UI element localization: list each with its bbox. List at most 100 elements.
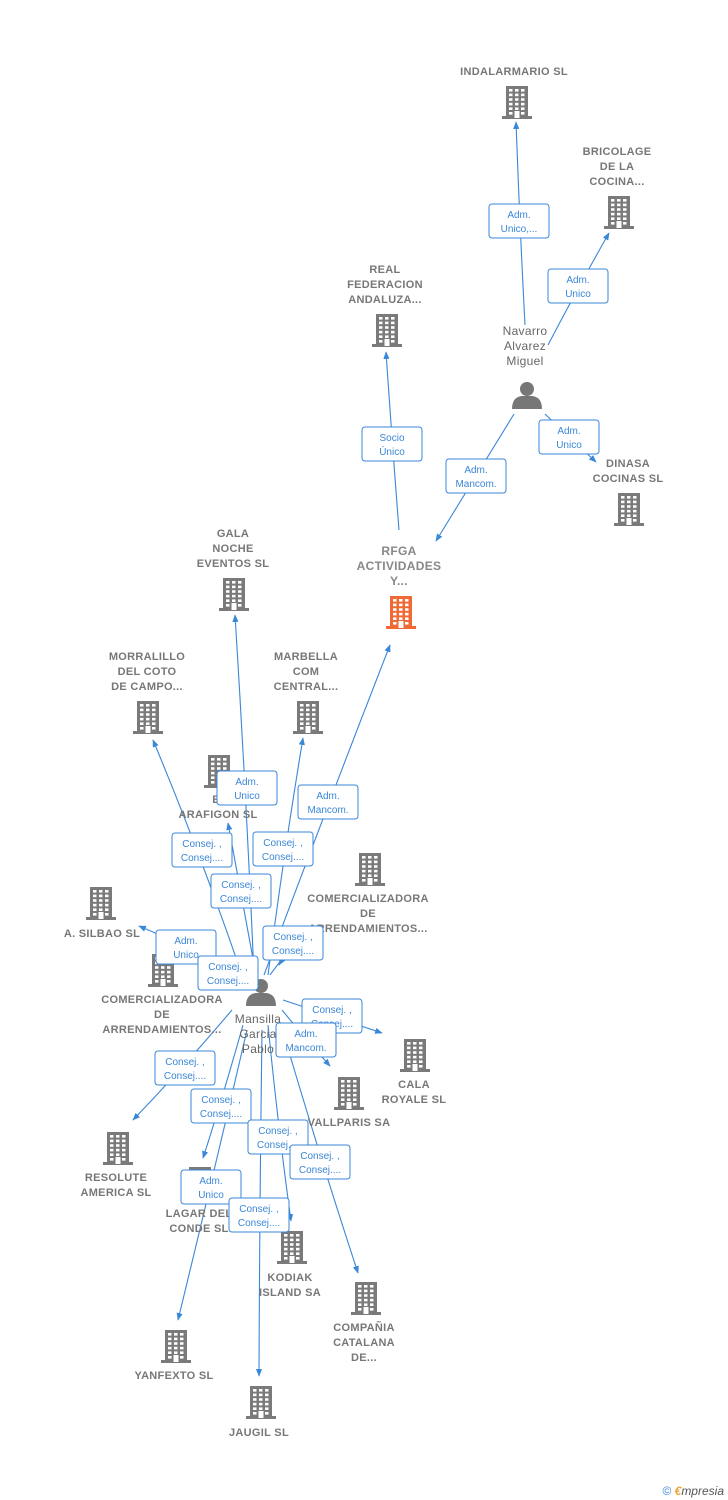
edge-label-text: Adm. — [235, 777, 258, 788]
node-label: DEL COTO — [118, 666, 177, 678]
building-icon — [386, 596, 416, 629]
node-label: RFGA — [381, 544, 416, 558]
node-label: ARAFIGON SL — [178, 809, 257, 821]
node-label: DE LA — [600, 161, 635, 173]
edge-label[interactable]: Consej. ,Consej.... — [171, 832, 233, 868]
node-indalarmario[interactable]: INDALARMARIO SL — [460, 66, 568, 119]
edge-label-box — [297, 784, 359, 820]
node-label: LAGAR DEL — [166, 1208, 233, 1220]
node-label: JAUGIL SL — [229, 1427, 289, 1439]
node-label: Alvarez — [504, 339, 546, 353]
edge-label[interactable]: Adm.Mancom. — [297, 784, 359, 820]
node-label: CENTRAL... — [274, 681, 339, 693]
node-label: ANDALUZA... — [348, 294, 422, 306]
copyright-symbol: © — [662, 1484, 672, 1498]
node-label: CATALANA — [333, 1337, 395, 1349]
edge-label-box — [180, 1169, 242, 1205]
edge-label-box — [197, 955, 259, 991]
edge-label[interactable]: Consej. ,Consej.... — [262, 925, 324, 961]
edge-label[interactable]: Consej. ,Consej.... — [190, 1088, 252, 1124]
node-label: ACTIVIDADES — [357, 559, 442, 573]
building-icon — [614, 493, 644, 526]
edge-label[interactable]: Adm.Unico — [538, 419, 600, 455]
node-yanfexto[interactable]: YANFEXTO SL — [134, 1330, 213, 1382]
node-label: COM — [293, 666, 320, 678]
edge-label-text: Consej. , — [165, 1057, 204, 1068]
node-label: REAL — [369, 264, 400, 276]
edge-label-text: Adm. — [294, 1029, 317, 1040]
node-label: COMERCIALIZADORA — [307, 893, 429, 905]
edge-label-text: Adm. — [557, 426, 580, 437]
edge-label-box — [547, 268, 609, 304]
edge-label[interactable]: Consej. ,Consej.... — [228, 1197, 290, 1233]
edge-label[interactable]: Adm.Unico,... — [488, 203, 550, 239]
node-label: NOCHE — [212, 543, 253, 555]
edge-label[interactable]: Adm. Mancom. — [275, 1022, 337, 1058]
edge-label-text: Consej. , — [221, 880, 260, 891]
edge-label[interactable]: Adm.Unico — [216, 770, 278, 806]
edge-label[interactable]: Consej. ,Consej.... — [154, 1050, 216, 1086]
edge-label-text: Mancom. — [285, 1043, 326, 1054]
edge-label-text: Consej. , — [201, 1095, 240, 1106]
node-vallparis[interactable]: VALLPARIS SA — [308, 1077, 391, 1129]
building-icon — [334, 1077, 364, 1110]
edge-label-text: Consej.... — [220, 894, 262, 905]
node-label: INDALARMARIO SL — [460, 66, 568, 78]
node-rfga[interactable]: RFGAACTIVIDADESY... — [357, 544, 442, 629]
building-icon — [133, 701, 163, 734]
edge-label-box — [488, 203, 550, 239]
building-icon — [103, 1132, 133, 1165]
node-label: A. SILBAO SL — [64, 928, 140, 940]
node-marbella[interactable]: MARBELLACOMCENTRAL... — [274, 651, 339, 734]
edge-label-box — [445, 458, 507, 494]
building-icon — [355, 853, 385, 886]
edge-label-text: Unico — [173, 950, 199, 961]
edge-label-text: Unico — [198, 1190, 224, 1201]
edge-label[interactable]: Adm.Unico — [180, 1169, 242, 1205]
node-label: Miguel — [506, 354, 543, 368]
edge-label[interactable]: Consej. , Consej.... — [210, 873, 272, 909]
edge-label-box — [210, 873, 272, 909]
node-real[interactable]: REALFEDERACIONANDALUZA... — [347, 264, 423, 347]
edge-label-text: Socio — [379, 433, 404, 444]
edge-label[interactable]: Adm.Unico — [547, 268, 609, 304]
building-icon — [246, 1386, 276, 1419]
building-icon — [277, 1231, 307, 1264]
edge-label-text: Adm. — [507, 210, 530, 221]
node-silbao[interactable]: A. SILBAO SL — [64, 887, 140, 940]
node-jaugil[interactable]: JAUGIL SL — [229, 1386, 289, 1439]
node-label: CONDE SL — [169, 1223, 228, 1235]
node-label: COMPAÑIA — [333, 1321, 394, 1334]
edge-label[interactable]: Consej. ,Consej.... — [252, 831, 314, 867]
edge-label-text: Consej. , — [300, 1151, 339, 1162]
edge-label-text: Adm. — [174, 936, 197, 947]
edge-label-text: Adm. — [316, 791, 339, 802]
node-label: AMERICA SL — [80, 1187, 151, 1199]
edge-label[interactable]: Adm.Mancom. — [445, 458, 507, 494]
node-gala[interactable]: GALA NOCHE EVENTOS SL — [197, 528, 269, 611]
node-comer1[interactable]: COMERCIALIZADORADEARRENDAMIENTOS... — [307, 853, 429, 935]
node-label: EVENTOS SL — [197, 558, 269, 570]
node-label: CALA — [398, 1079, 430, 1091]
node-label: COMERCIALIZADORA — [101, 994, 223, 1006]
edge-label[interactable]: Consej. ,Consej.... — [197, 955, 259, 991]
node-label: ARRENDAMIENTOS... — [102, 1024, 221, 1036]
edge-label[interactable]: Consej. ,Consej.... — [289, 1144, 351, 1180]
node-label: GALA — [217, 528, 249, 540]
edge-label-box — [275, 1022, 337, 1058]
edge-label-text: Consej. , — [182, 839, 221, 850]
edge-arrow — [269, 957, 286, 976]
node-label: Pablo — [242, 1042, 274, 1056]
edge-label-text: Consej.... — [262, 852, 304, 863]
node-compania[interactable]: COMPAÑIACATALANADE... — [333, 1282, 395, 1364]
